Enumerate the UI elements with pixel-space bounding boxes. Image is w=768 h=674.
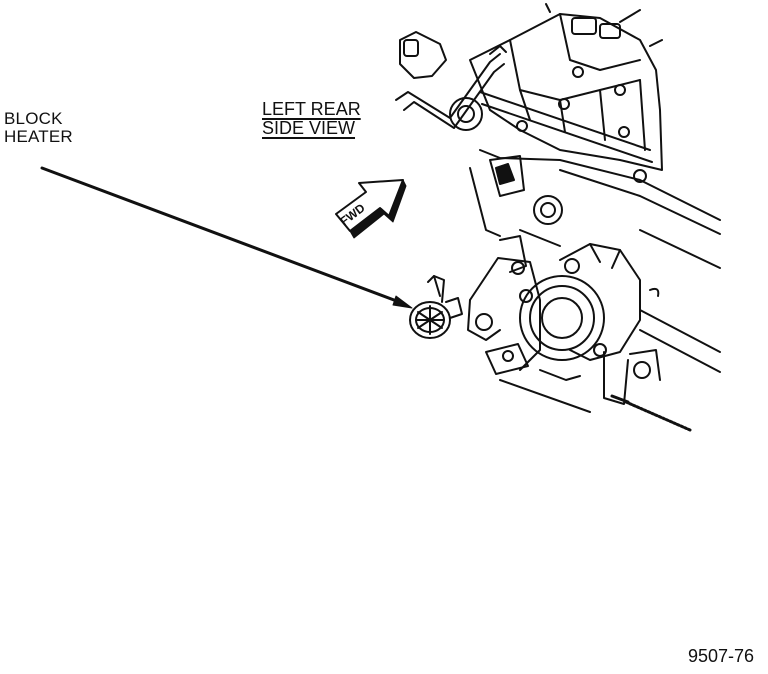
view-label-line-2: SIDE VIEW — [262, 117, 356, 138]
starter-housing — [519, 243, 660, 361]
block-heater-icon — [409, 275, 463, 339]
view-label-line-1: LEFT REAR — [262, 99, 361, 119]
callout-line-1: BLOCK — [4, 109, 63, 128]
cylinder-head — [469, 3, 663, 183]
callout-line-2: HEATER — [4, 126, 73, 146]
figure-number: 9507-76 — [687, 646, 754, 667]
view-label: LEFT REAR SIDE VIEW — [262, 100, 361, 138]
wiring-harness — [610, 394, 692, 432]
coolant-pipe — [395, 31, 507, 131]
block-heater-callout: BLOCK HEATER — [4, 110, 73, 146]
mount-bracket — [467, 235, 661, 413]
leader-arrowhead — [392, 295, 413, 309]
engine-block — [469, 149, 721, 373]
forward-arrow-icon: FWD — [335, 179, 407, 239]
leader-line — [40, 166, 404, 305]
